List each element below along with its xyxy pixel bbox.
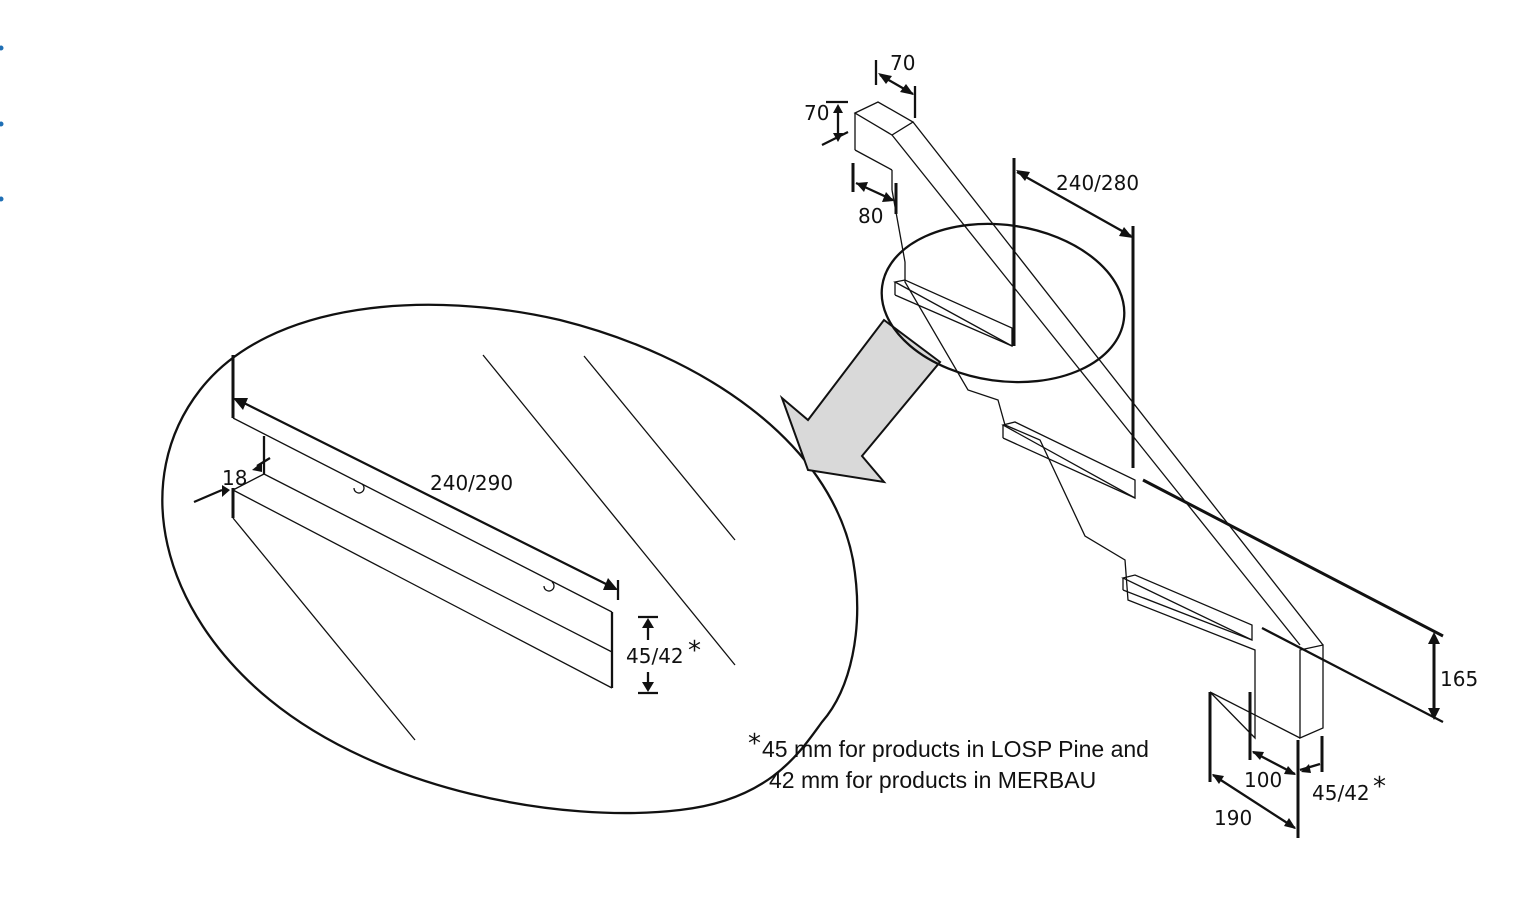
dimension-top-width bbox=[874, 60, 917, 118]
detail-cleat bbox=[232, 417, 614, 689]
label-top-width: 70 bbox=[890, 51, 915, 75]
label-top-height: 70 bbox=[804, 101, 829, 125]
label-cleat-height: 45/42 bbox=[626, 644, 684, 668]
label-tread-spacing-detail: 240/290 bbox=[430, 471, 513, 495]
footnote-line-2: 42 mm for products in MERBAU bbox=[769, 767, 1097, 793]
dimension-stringer-depth bbox=[1142, 478, 1444, 724]
label-bottom-length: 190 bbox=[1214, 806, 1252, 830]
label-notch: 80 bbox=[858, 204, 883, 228]
dimension-bottom bbox=[1208, 692, 1324, 838]
dimension-tread-spacing bbox=[1012, 158, 1135, 468]
callout-arrow bbox=[779, 318, 942, 484]
stair-stringer bbox=[853, 101, 1324, 740]
label-stringer-thickness: 45/42 bbox=[1312, 781, 1370, 805]
label-stringer-thickness-asterisk: * bbox=[1373, 772, 1386, 802]
label-bottom-width: 100 bbox=[1244, 768, 1282, 792]
dimension-cleat-height bbox=[638, 615, 658, 695]
dimension-18 bbox=[193, 457, 271, 518]
detail-view bbox=[161, 303, 859, 815]
label-cleat-thickness: 18 bbox=[222, 466, 247, 490]
dimension-240-290 bbox=[231, 355, 620, 600]
dimension-notch bbox=[851, 163, 898, 214]
footnote-asterisk: * bbox=[748, 729, 761, 759]
detail-ellipse-outline bbox=[161, 303, 859, 815]
label-stringer-depth: 165 bbox=[1440, 667, 1478, 691]
margin-dots bbox=[0, 45, 4, 202]
footnote-line-1: 45 mm for products in LOSP Pine and bbox=[762, 736, 1149, 762]
label-tread-spacing-main: 240/280 bbox=[1056, 171, 1139, 195]
label-cleat-height-asterisk: * bbox=[688, 636, 701, 666]
dimension-top-height bbox=[821, 100, 849, 147]
